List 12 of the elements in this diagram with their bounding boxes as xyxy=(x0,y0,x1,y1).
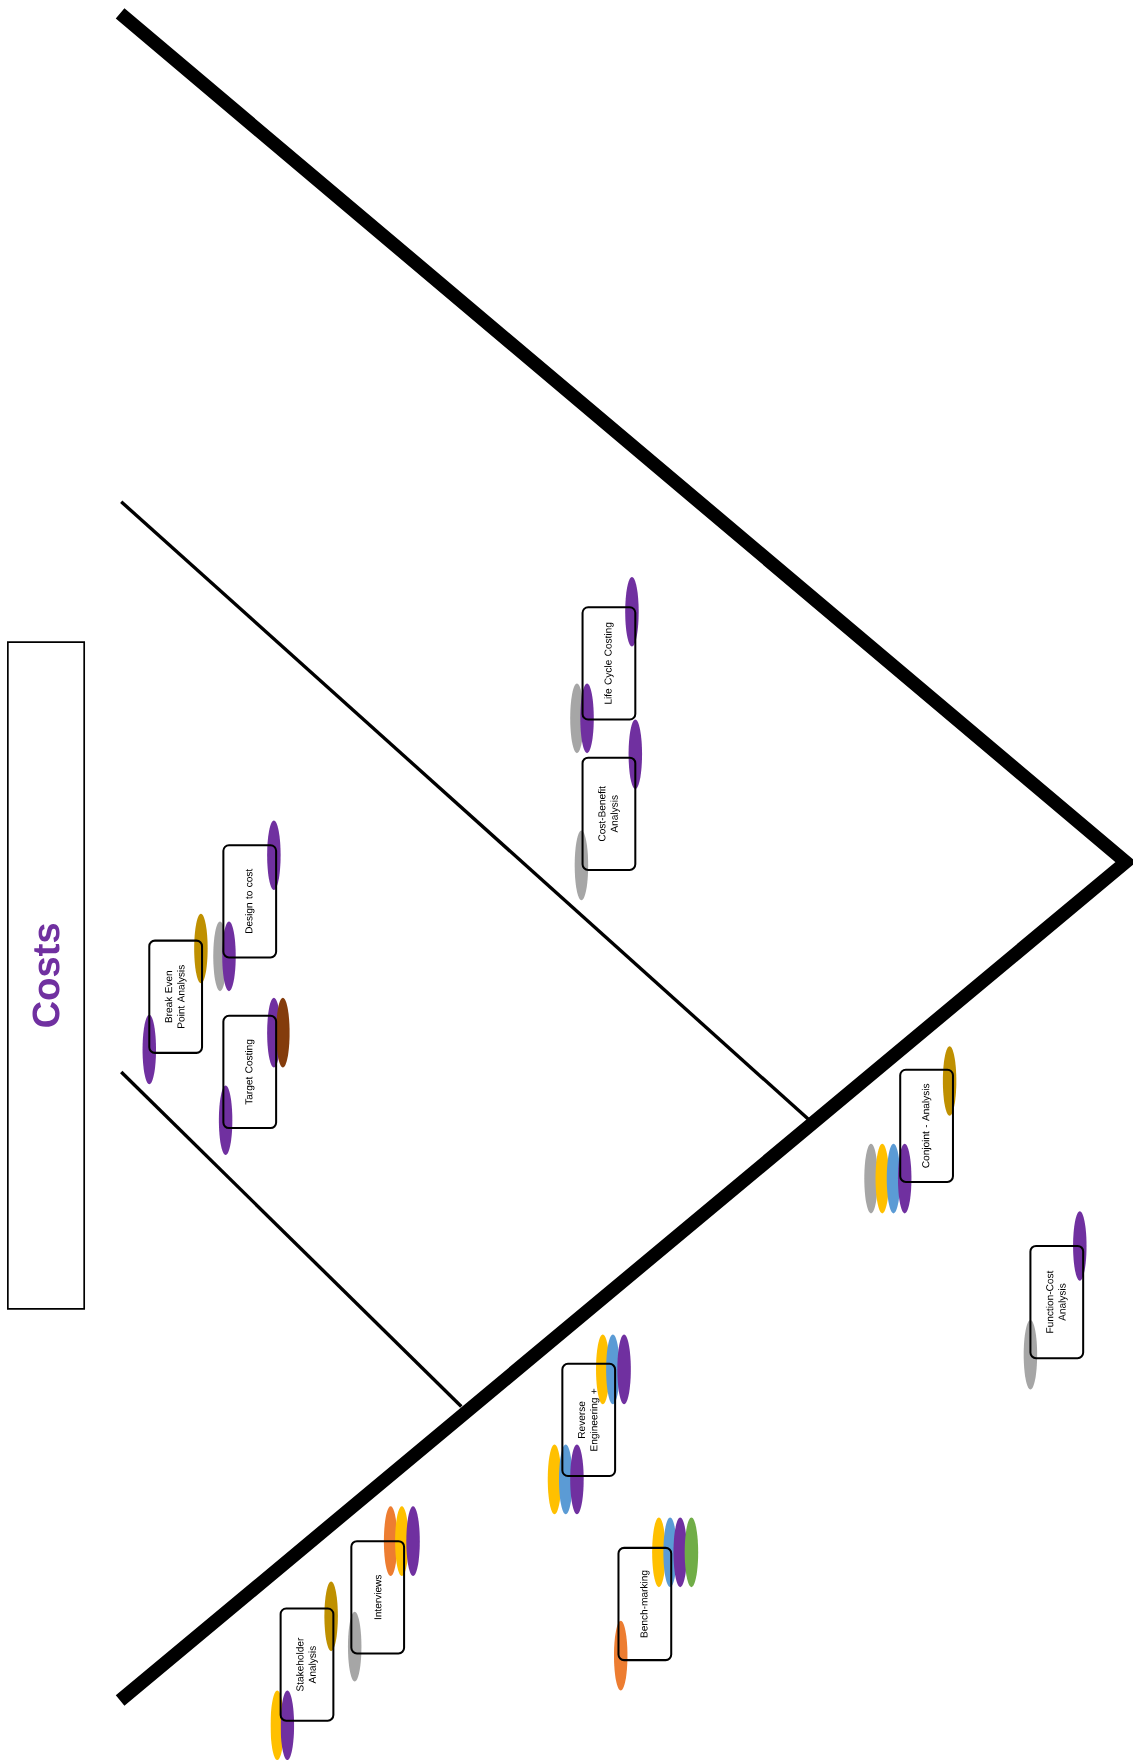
method-box: Bench-marking xyxy=(617,1546,673,1662)
method-box: Design to cost xyxy=(222,844,278,959)
method-box: Target Costing xyxy=(222,1014,278,1130)
method-box: Interviews xyxy=(350,1540,406,1655)
method-box: Life Cycle Costing xyxy=(581,606,637,721)
method-box: Break Even Point Analysis xyxy=(148,939,204,1054)
method-box: Conjoint - Analysis xyxy=(899,1068,955,1183)
method-box: Stakeholder Analysis xyxy=(279,1607,335,1722)
method-box: Cost-Benefit Analysis xyxy=(581,756,637,871)
method-box: Reverse Engineering + xyxy=(561,1362,617,1478)
title-box: Costs xyxy=(7,641,86,1310)
method-box: Function-Cost Analysis xyxy=(1029,1244,1085,1360)
